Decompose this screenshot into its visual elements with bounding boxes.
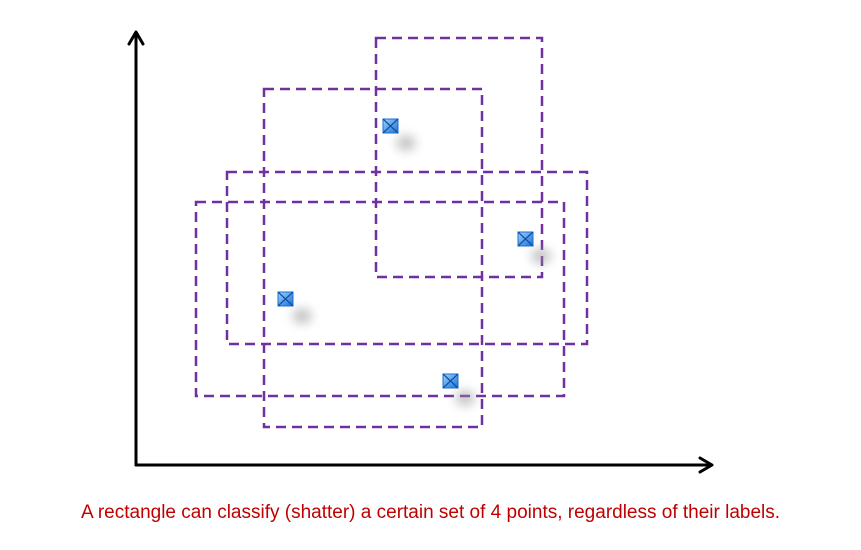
marker-facet bbox=[382, 118, 399, 134]
caption: A rectangle can classify (shatter) a cer… bbox=[80, 502, 781, 523]
point-2 bbox=[517, 231, 551, 264]
marker-facet bbox=[277, 291, 294, 307]
marker-facet bbox=[517, 231, 534, 247]
rectangle-tall-left bbox=[262, 87, 484, 429]
point-4 bbox=[442, 373, 475, 406]
point-shadow bbox=[292, 308, 312, 324]
point-1 bbox=[382, 118, 416, 151]
rectangles bbox=[194, 36, 589, 429]
marker-facet bbox=[442, 373, 459, 389]
x-axis-arrowhead bbox=[698, 456, 714, 474]
point-shadow bbox=[396, 135, 416, 151]
point-shadow bbox=[455, 390, 475, 406]
axes bbox=[127, 30, 714, 474]
points bbox=[277, 118, 551, 406]
rectangle-wide-middle bbox=[225, 170, 589, 346]
rectangle-top-right bbox=[374, 36, 544, 279]
point-shadow bbox=[531, 248, 551, 264]
point-3 bbox=[277, 291, 312, 324]
y-axis-arrowhead bbox=[127, 30, 145, 46]
rectangle-wide-lower bbox=[194, 200, 566, 398]
